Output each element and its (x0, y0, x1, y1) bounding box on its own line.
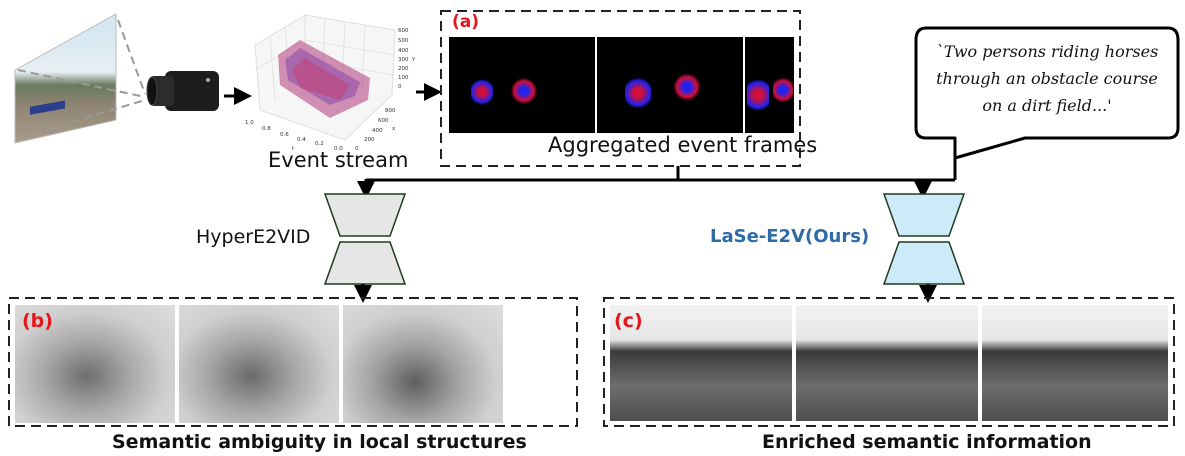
svg-text:600: 600 (378, 118, 389, 124)
hypere2vid-frame-2 (179, 305, 339, 423)
svg-text:0.8: 0.8 (262, 126, 271, 132)
svg-text:0: 0 (355, 146, 359, 152)
svg-text:600: 600 (398, 28, 409, 34)
panel-c-caption: Enriched semantic information (762, 431, 1092, 453)
hypere2vid-network-icon (323, 193, 407, 285)
lase-e2v-label: LaSe-E2V(Ours) (710, 226, 870, 247)
svg-text:200: 200 (398, 66, 409, 72)
svg-text:1.0: 1.0 (245, 120, 254, 126)
panel-b-label: (b) (22, 310, 53, 332)
text-prompt-line-2: through an obstacle course (936, 69, 1158, 88)
lase-e2v-frame-1 (610, 305, 792, 421)
panel-c-box (603, 297, 1175, 427)
text-prompt: `Two persons riding horses through an ob… (922, 38, 1172, 119)
hypere2vid-frame-1 (15, 305, 175, 423)
svg-text:0.6: 0.6 (280, 132, 289, 138)
panel-b-padding (504, 305, 572, 423)
svg-text:400: 400 (372, 128, 383, 134)
panel-a-box (440, 10, 801, 167)
event-stream-caption: Event stream (268, 148, 409, 172)
text-prompt-line-3: on a dirt field...' (982, 96, 1112, 115)
svg-text:500: 500 (398, 38, 409, 44)
frame-separator (743, 37, 745, 133)
hypere2vid-frame-3 (343, 305, 503, 423)
svg-text:0.2: 0.2 (315, 141, 324, 147)
hypere2vid-label: HyperE2VID (196, 226, 311, 248)
lase-e2v-frame-3 (982, 305, 1168, 421)
svg-text:0: 0 (398, 84, 402, 90)
text-prompt-line-1: `Two persons riding horses (935, 42, 1159, 61)
svg-text:100: 100 (398, 75, 409, 81)
panel-a-caption: Aggregated event frames (548, 133, 818, 157)
event-frame-3-main (745, 37, 794, 133)
svg-text:0.4: 0.4 (297, 137, 306, 143)
panel-b-box (8, 297, 578, 427)
svg-text:y: y (412, 56, 416, 62)
svg-text:t: t (292, 146, 295, 152)
scene-image (14, 13, 146, 144)
frame-separator (595, 37, 597, 133)
event-camera-icon (146, 71, 219, 111)
panel-b-caption: Semantic ambiguity in local structures (112, 431, 527, 453)
panel-c-label: (c) (614, 310, 643, 332)
svg-text:800: 800 (385, 108, 396, 114)
svg-text:x: x (392, 126, 396, 132)
svg-text:0.0: 0.0 (334, 146, 343, 152)
svg-text:400: 400 (398, 48, 409, 54)
lase-e2v-frame-2 (796, 305, 978, 421)
svg-text:200: 200 (364, 137, 375, 143)
event-frame-1 (449, 37, 595, 133)
lase-e2v-network-icon (882, 193, 966, 285)
event-frame-2 (597, 37, 743, 133)
event-stream-3d-plot: 600 500 400 300 200 100 0 y 1.0 0.8 0.6 0.4 0.2 0… (245, 14, 416, 152)
panel-a-label: (a) (452, 12, 480, 32)
text-prompt-bubble (914, 26, 1180, 160)
svg-text:300: 300 (398, 57, 409, 63)
